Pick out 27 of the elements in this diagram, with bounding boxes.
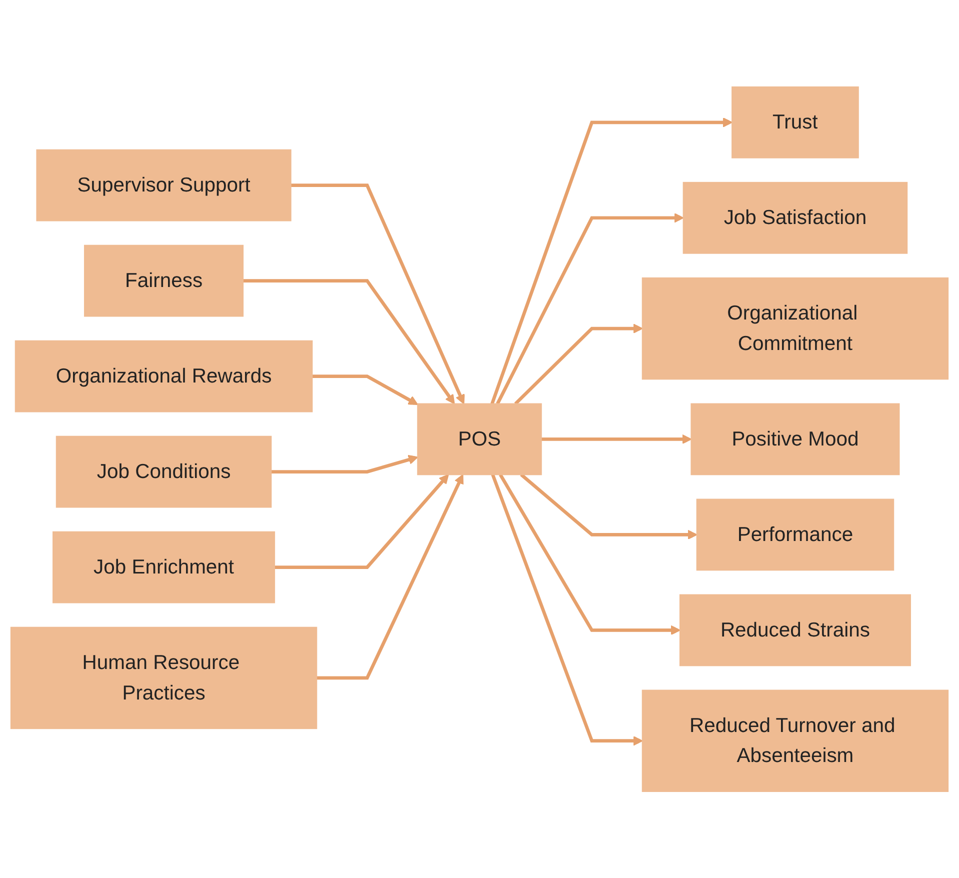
node-box: Job Conditions xyxy=(56,436,272,508)
arrow xyxy=(271,454,418,474)
arrow xyxy=(274,474,449,569)
arrow xyxy=(496,212,684,404)
arrow xyxy=(541,434,692,444)
node-box: POS xyxy=(417,403,542,475)
node-box: Performance xyxy=(696,498,894,570)
node-box: Positive Mood xyxy=(690,403,900,475)
arrow xyxy=(520,473,698,540)
arrow xyxy=(316,474,464,680)
arrow xyxy=(491,474,643,746)
arrow xyxy=(514,323,643,405)
node-box: Organizational Rewards xyxy=(14,340,313,412)
node-box: Job Enrichment xyxy=(52,531,276,604)
arrow xyxy=(498,474,680,635)
node-box: Reduced Turnover and Absenteeism xyxy=(642,690,949,792)
arrow xyxy=(290,183,465,404)
arrow xyxy=(490,117,733,404)
node-box: Reduced Strains xyxy=(679,594,911,666)
node-box: Job Satisfaction xyxy=(682,182,908,254)
node-box: Trust xyxy=(732,86,859,158)
arrow xyxy=(312,374,418,405)
node-box: Human Resource Practices xyxy=(10,626,318,729)
node-box: Fairness xyxy=(84,244,244,317)
node-box: Supervisor Support xyxy=(36,149,292,222)
arrow xyxy=(243,278,455,404)
node-box: Organizational Commitment xyxy=(642,277,949,380)
